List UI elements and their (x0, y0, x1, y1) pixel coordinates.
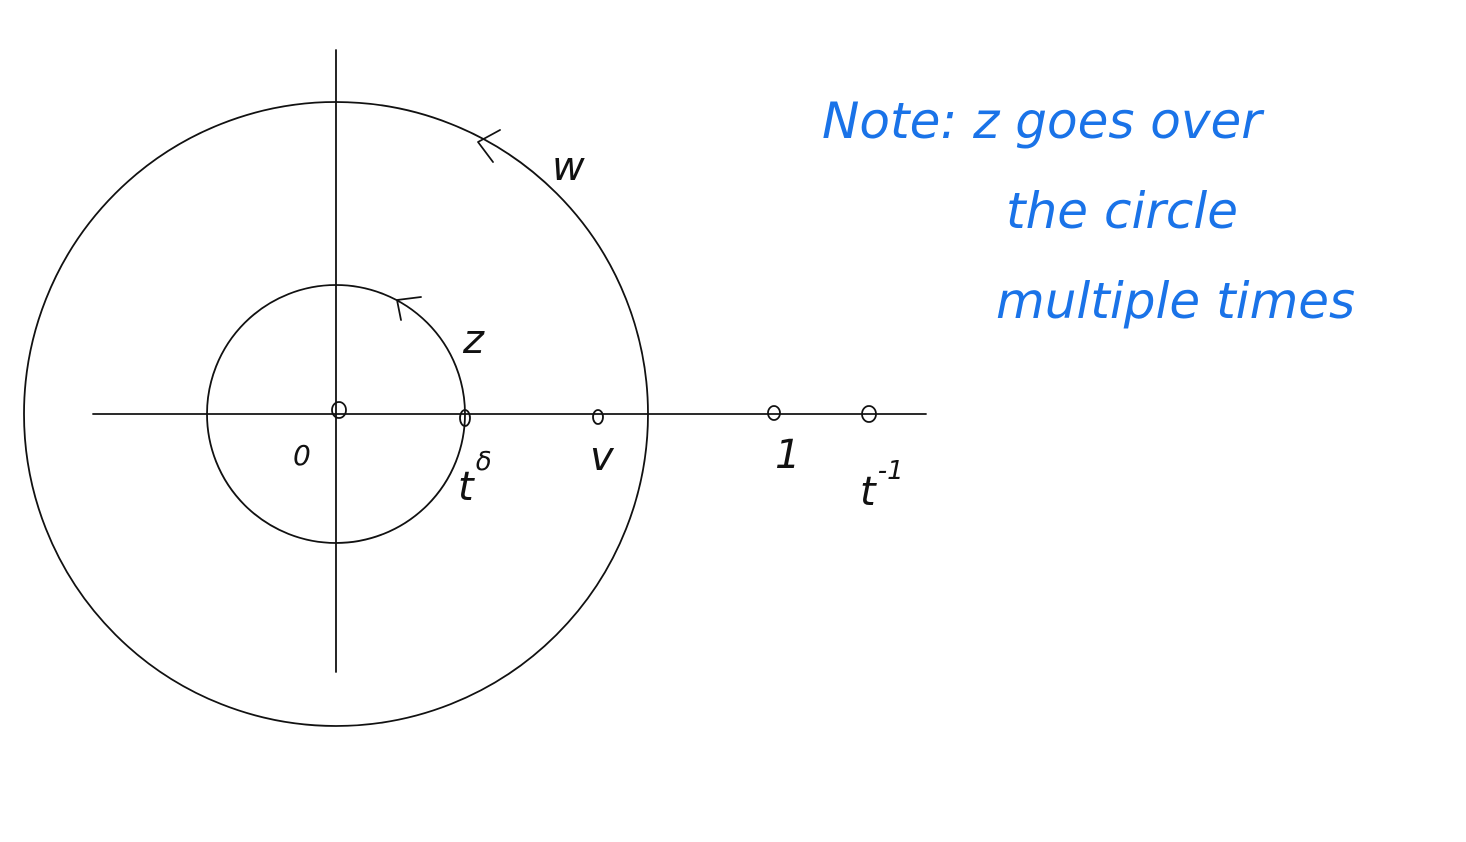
outer-circle-label: w (552, 144, 585, 190)
point-t-inverse (861, 405, 877, 423)
point-t-delta (459, 409, 471, 427)
note-line-2: the circle (1006, 182, 1238, 240)
inner-circle-label: z (462, 317, 485, 363)
inner-circle-arrow-icon (396, 296, 422, 321)
t-delta-exponent: δ (476, 447, 492, 477)
inner-circle-z (206, 284, 466, 544)
outer-circle-w (23, 101, 649, 727)
t-delta-label: tδ (458, 447, 492, 510)
note-line-3: multiple times (996, 272, 1355, 330)
origin-label: 0 (293, 439, 311, 472)
t-inverse-base: t (860, 469, 877, 515)
point-one (767, 405, 781, 421)
t-delta-base: t (458, 464, 475, 510)
note-line-1: Note: z goes over (822, 92, 1265, 150)
t-inverse-label: t-1 (860, 456, 904, 515)
v-label: v (590, 434, 615, 480)
outer-circle-arrow-icon (477, 129, 501, 163)
t-inverse-exponent: -1 (878, 456, 904, 486)
origin-point (331, 401, 347, 419)
point-v (592, 409, 604, 425)
one-label: 1 (775, 432, 800, 478)
